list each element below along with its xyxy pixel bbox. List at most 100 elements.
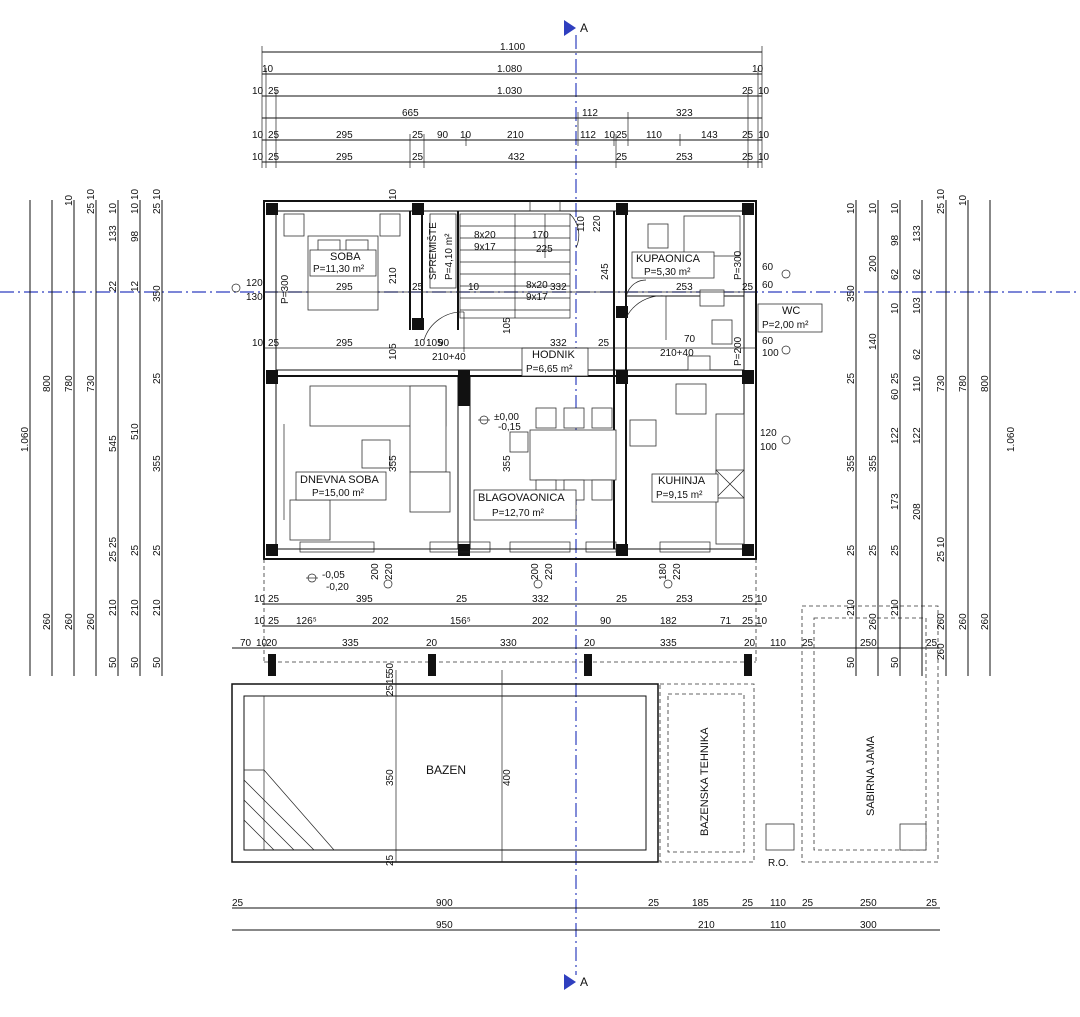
svg-text:25: 25 [456, 594, 468, 605]
svg-text:10: 10 [152, 188, 163, 200]
svg-text:182: 182 [660, 616, 677, 627]
svg-text:P=9,15 m²: P=9,15 m² [656, 490, 703, 501]
svg-text:60: 60 [890, 388, 901, 400]
svg-text:50: 50 [152, 656, 163, 668]
svg-text:1.060: 1.060 [1006, 427, 1017, 452]
svg-text:62: 62 [912, 268, 923, 280]
svg-text:P=300: P=300 [733, 250, 744, 280]
ro-box: R.O. [765, 823, 795, 869]
svg-text:170: 170 [532, 230, 549, 241]
svg-text:1.030: 1.030 [497, 86, 522, 97]
svg-text:25: 25 [742, 282, 754, 293]
svg-text:25: 25 [802, 898, 814, 909]
svg-text:355: 355 [868, 455, 879, 472]
svg-text:90: 90 [438, 338, 450, 349]
svg-text:90: 90 [600, 616, 612, 627]
svg-text:-0,05: -0,05 [322, 570, 345, 581]
doors [423, 213, 667, 352]
svg-text:22: 22 [108, 280, 119, 292]
svg-text:25: 25 [846, 372, 857, 384]
svg-text:71: 71 [720, 616, 732, 627]
svg-text:A: A [580, 21, 588, 35]
svg-text:50: 50 [846, 656, 857, 668]
svg-text:A: A [580, 975, 588, 989]
room-hodnik: HODNIK P=6,65 m² [521, 347, 589, 377]
room-soba: SOBA P=11,30 m² [309, 249, 377, 277]
svg-text:800: 800 [42, 375, 53, 392]
svg-text:10: 10 [758, 130, 770, 141]
svg-text:202: 202 [372, 616, 389, 627]
svg-text:110: 110 [770, 920, 786, 931]
svg-text:25: 25 [86, 202, 97, 214]
svg-text:122: 122 [912, 427, 923, 444]
svg-text:±0,00: ±0,00 [494, 412, 519, 423]
svg-text:1.080: 1.080 [497, 64, 522, 75]
svg-text:200: 200 [370, 563, 381, 580]
svg-text:25: 25 [742, 616, 754, 627]
svg-text:50: 50 [890, 656, 901, 668]
svg-text:98: 98 [130, 230, 141, 242]
svg-text:10: 10 [936, 536, 947, 548]
svg-text:950: 950 [436, 920, 453, 931]
svg-text:25: 25 [868, 544, 879, 556]
left-dimensions: 1.060 800 260 780 260 10 730 260 25 10 1… [20, 188, 163, 676]
svg-text:25: 25 [152, 202, 163, 214]
svg-text:DNEVNA SOBA: DNEVNA SOBA [300, 474, 380, 486]
svg-text:25: 25 [802, 638, 814, 649]
svg-text:10: 10 [468, 282, 480, 293]
svg-text:25: 25 [108, 536, 119, 548]
level-marker-terrace: -0,05 -0,20 [306, 570, 349, 593]
svg-text:25: 25 [616, 594, 628, 605]
terrace-outline [263, 559, 757, 663]
svg-text:25: 25 [268, 338, 280, 349]
svg-text:355: 355 [388, 455, 399, 472]
svg-text:P=300: P=300 [280, 274, 291, 304]
svg-text:50: 50 [385, 662, 396, 674]
svg-text:12: 12 [130, 280, 141, 292]
svg-text:395: 395 [356, 594, 373, 605]
svg-text:185: 185 [692, 898, 709, 909]
svg-text:25: 25 [598, 338, 610, 349]
svg-text:10: 10 [86, 188, 97, 200]
svg-text:335: 335 [342, 638, 359, 649]
svg-text:25: 25 [268, 130, 280, 141]
svg-text:332: 332 [532, 594, 549, 605]
svg-text:BAZEN: BAZEN [426, 763, 466, 777]
svg-text:260: 260 [868, 613, 879, 630]
svg-text:SPREMIŠTE: SPREMIŠTE [426, 222, 439, 280]
svg-text:245: 245 [600, 263, 611, 280]
svg-text:355: 355 [152, 455, 163, 472]
svg-text:432: 432 [508, 152, 525, 163]
svg-text:10: 10 [254, 616, 266, 627]
bottom-dimensions: 10 25 395 25 332 25 253 25 10 10 25 126⁵… [232, 594, 940, 676]
svg-text:202: 202 [532, 616, 549, 627]
svg-text:260: 260 [64, 613, 75, 630]
svg-text:98: 98 [890, 234, 901, 246]
svg-text:253: 253 [676, 152, 693, 163]
svg-text:10: 10 [256, 638, 268, 649]
svg-text:25: 25 [385, 854, 396, 866]
staircase [459, 213, 571, 319]
svg-text:295: 295 [336, 338, 353, 349]
svg-text:140: 140 [868, 333, 879, 350]
svg-text:25: 25 [742, 152, 754, 163]
svg-text:70: 70 [240, 638, 252, 649]
svg-text:25: 25 [742, 86, 754, 97]
svg-text:105: 105 [388, 343, 399, 360]
svg-text:103: 103 [912, 297, 923, 314]
svg-text:100: 100 [760, 442, 777, 453]
svg-text:400: 400 [502, 769, 513, 786]
svg-text:110: 110 [646, 130, 662, 141]
svg-text:25: 25 [890, 544, 901, 556]
svg-text:133: 133 [912, 225, 923, 242]
svg-text:P=6,65 m²: P=6,65 m² [526, 364, 573, 375]
svg-text:260: 260 [936, 643, 947, 660]
room-kuhinja: KUHINJA P=9,15 m² [651, 473, 719, 503]
svg-text:HODNIK: HODNIK [532, 349, 575, 361]
svg-text:210: 210 [108, 599, 119, 616]
svg-text:110: 110 [770, 638, 786, 649]
svg-text:25: 25 [268, 616, 280, 627]
svg-text:780: 780 [958, 375, 969, 392]
svg-text:200: 200 [868, 255, 879, 272]
